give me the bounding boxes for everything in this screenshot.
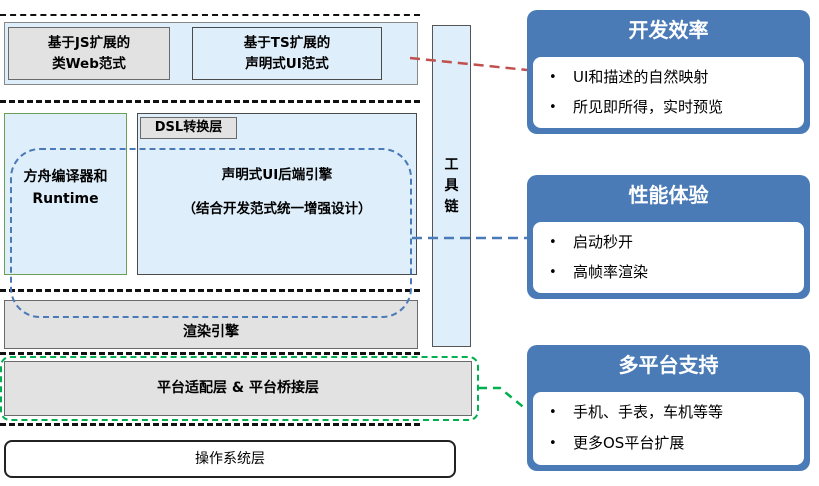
performance-item-2: •高帧率渲染 <box>549 263 649 281</box>
layer-separator-2 <box>0 289 420 292</box>
multi-platform-item-1-text: 手机、手表，车机等等 <box>573 403 724 421</box>
panel-dev-efficiency: 开发效率 •UI和描述的自然映射 •所见即所得，实时预览 <box>527 10 810 134</box>
ui-backend-line-1: 声明式UI后端引擎 <box>221 167 333 183</box>
compiler-line-2: Runtime <box>32 191 99 207</box>
performance-group-outline <box>10 148 412 318</box>
dev-efficiency-item-2: •所见即所得，实时预览 <box>549 98 724 116</box>
js-paradigm-line-2: 类Web范式 <box>52 55 126 72</box>
js-web-paradigm-box: 基于JS扩展的 类Web范式 <box>8 27 170 80</box>
dev-efficiency-item-1-text: UI和描述的自然映射 <box>573 68 709 86</box>
panel-performance-body: •启动秒开 •高帧率渲染 <box>533 222 804 293</box>
multi-platform-item-2: •更多OS平台扩展 <box>549 434 685 452</box>
panel-dev-efficiency-title: 开发效率 <box>628 18 709 42</box>
ts-paradigm-line-2: 声明式UI范式 <box>245 55 329 72</box>
platform-group-outline <box>0 356 479 421</box>
connector-dev-efficiency <box>409 56 528 72</box>
panel-performance-title: 性能体验 <box>628 183 709 207</box>
panel-multi-platform: 多平台支持 •手机、手表，车机等等 •更多OS平台扩展 <box>527 345 810 471</box>
layer-separator-top <box>0 14 420 16</box>
layer-separator-4 <box>0 423 420 426</box>
ui-backend-engine-box <box>137 113 417 275</box>
ui-backend-engine-text: 声明式UI后端引擎 （结合开发范式统一增强设计） <box>137 163 417 217</box>
layer-separator-3 <box>0 352 420 355</box>
panel-performance: 性能体验 •启动秒开 •高帧率渲染 <box>527 175 810 299</box>
ts-paradigm-line-1: 基于TS扩展的 <box>243 34 331 51</box>
dev-efficiency-item-1: •UI和描述的自然映射 <box>549 68 709 86</box>
ts-declarative-paradigm-box: 基于TS扩展的 声明式UI范式 <box>192 27 382 80</box>
toolchain-char-2: 具 <box>444 177 459 194</box>
dev-efficiency-item-2-text: 所见即所得，实时预览 <box>573 98 724 116</box>
performance-item-2-text: 高帧率渲染 <box>573 263 649 281</box>
ui-backend-line-2: （结合开发范式统一增强设计） <box>182 201 372 217</box>
os-layer-box: 操作系统层 <box>4 440 456 478</box>
platform-adapter-bridge-box: 平台适配层 & 平台桥接层 <box>4 361 472 416</box>
panel-multi-platform-body: •手机、手表，车机等等 •更多OS平台扩展 <box>533 392 804 465</box>
multi-platform-item-2-text: 更多OS平台扩展 <box>573 434 685 452</box>
toolchain-char-1: 工 <box>444 156 459 173</box>
toolchain-box: 工 具 链 <box>432 25 471 347</box>
toolchain-char-3: 链 <box>444 198 459 215</box>
dsl-transform-layer-label: DSL转换层 <box>140 117 237 139</box>
connector-platform <box>479 386 528 411</box>
layer-separator-1 <box>0 100 420 103</box>
panel-multi-platform-title: 多平台支持 <box>618 353 719 377</box>
js-paradigm-line-1: 基于JS扩展的 <box>47 34 131 51</box>
compiler-line-1: 方舟编译器和 <box>23 169 108 186</box>
ark-compiler-runtime-box: 方舟编译器和 Runtime <box>4 113 127 275</box>
render-engine-box: 渲染引擎 <box>4 300 418 349</box>
performance-item-1: •启动秒开 <box>549 233 634 251</box>
performance-item-1-text: 启动秒开 <box>573 233 634 251</box>
multi-platform-item-1: •手机、手表，车机等等 <box>549 403 724 421</box>
panel-dev-efficiency-body: •UI和描述的自然映射 •所见即所得，实时预览 <box>533 57 804 128</box>
